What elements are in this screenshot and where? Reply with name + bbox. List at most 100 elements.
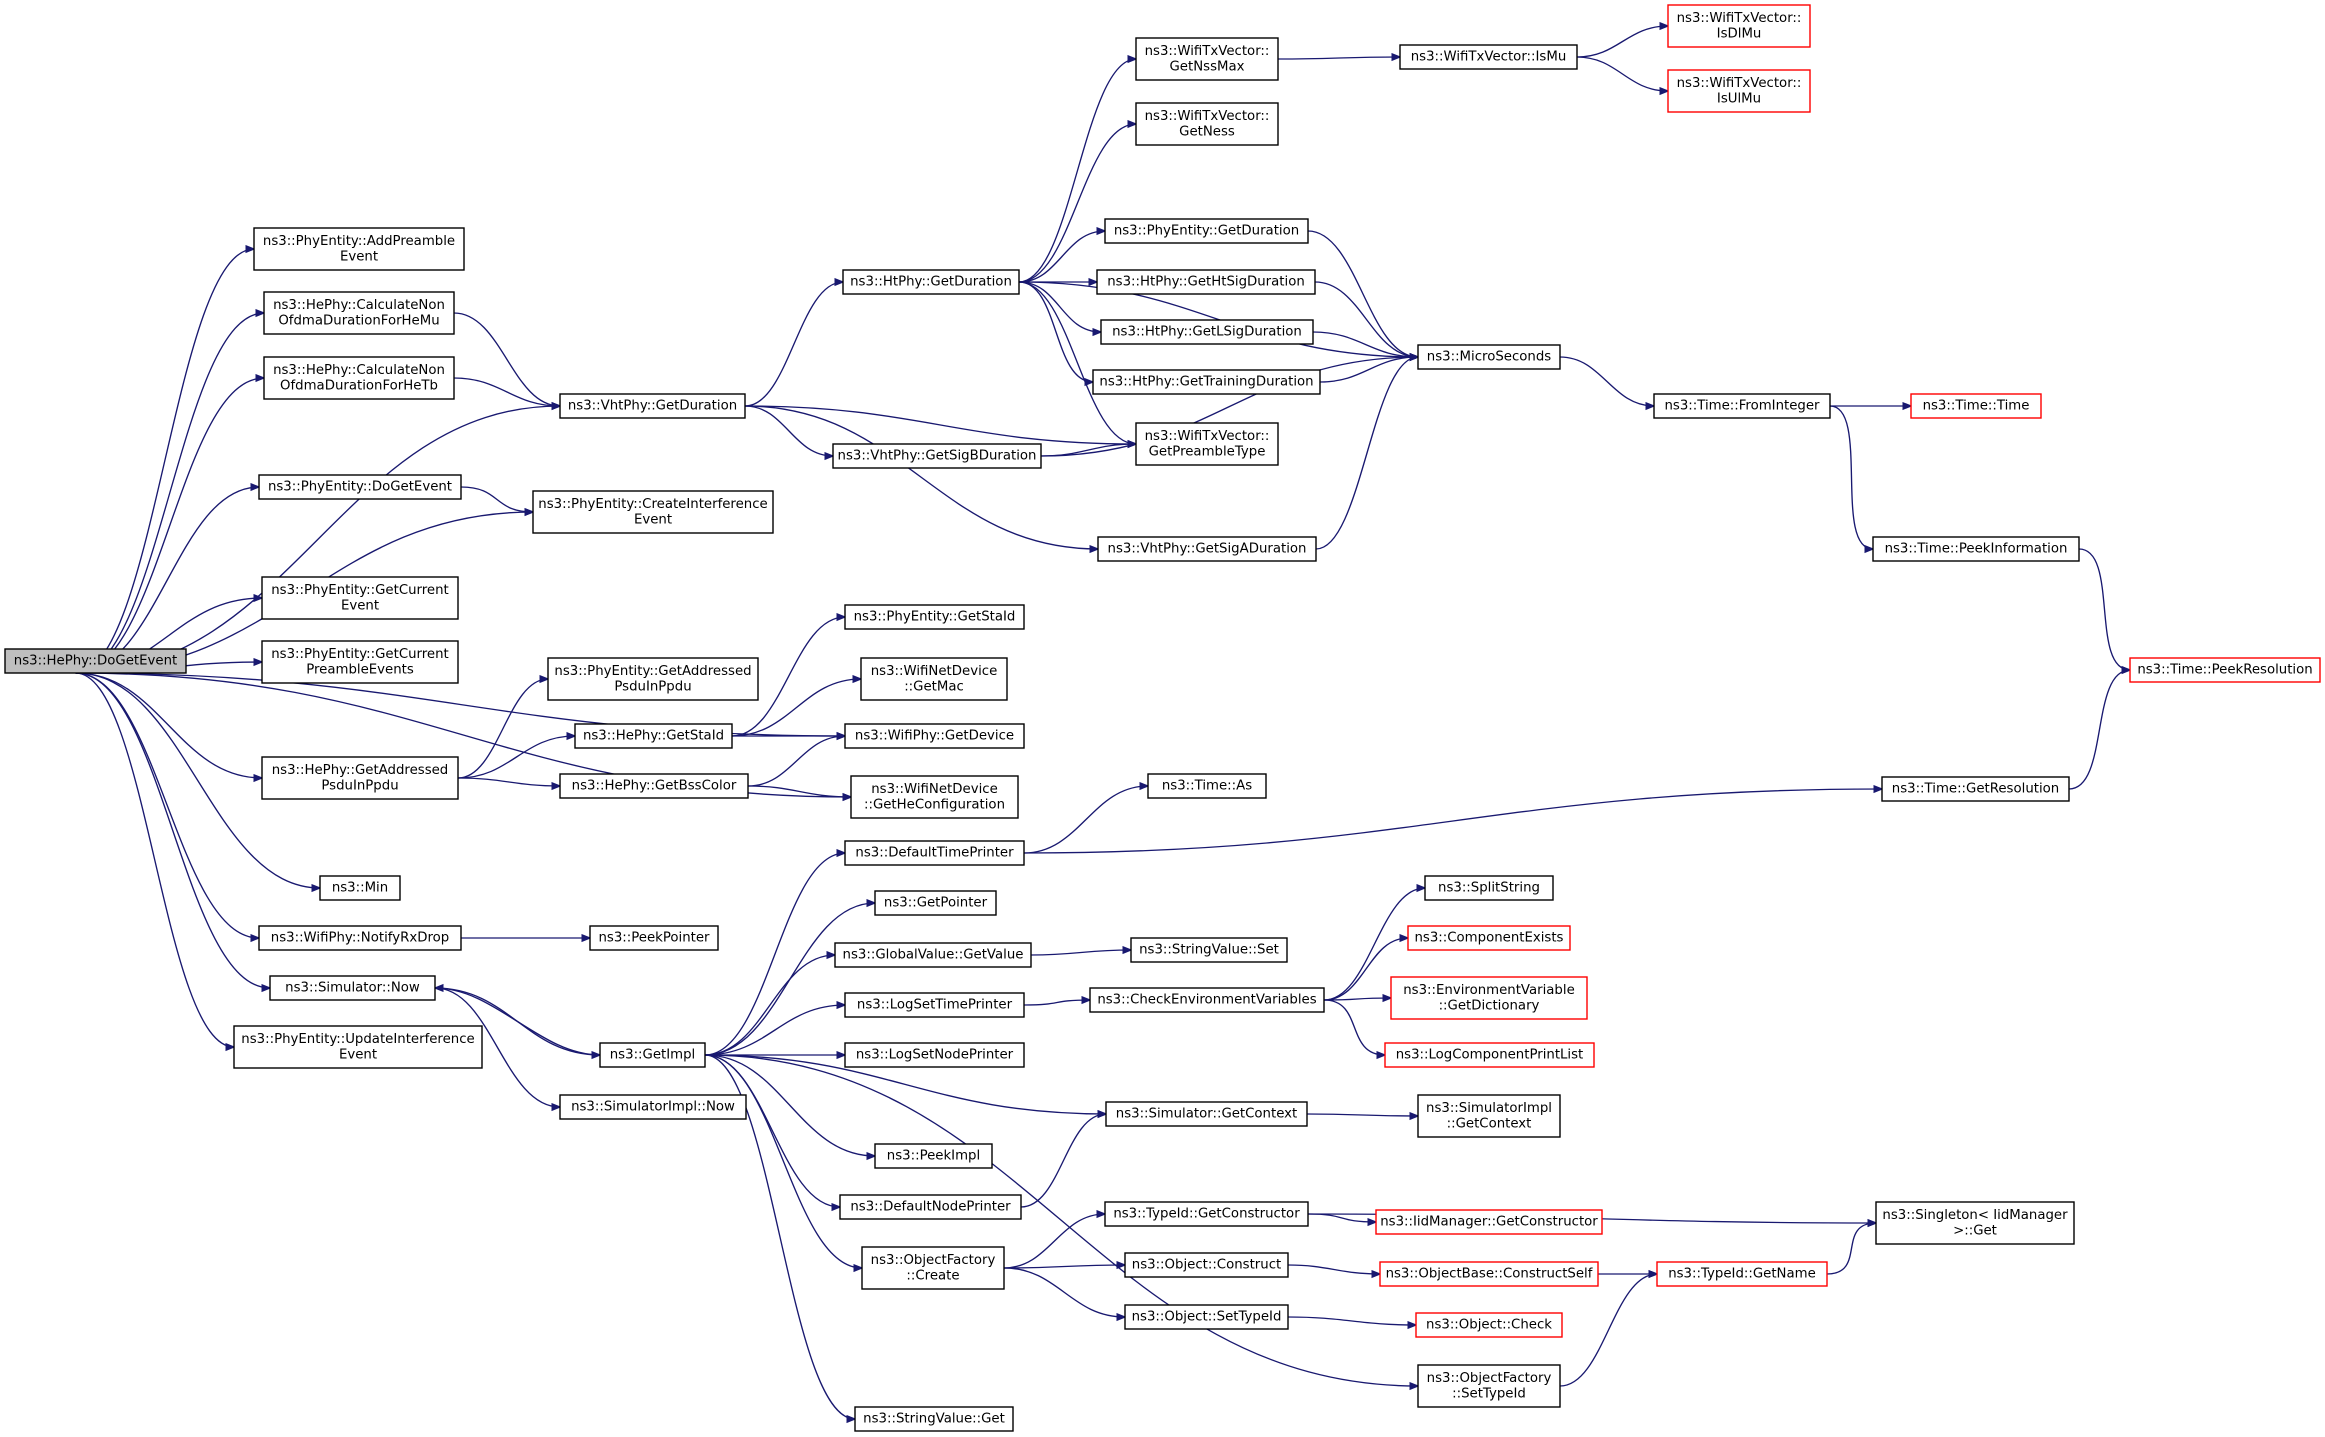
node-label: ns3::TypeId::GetConstructor [1113,1207,1300,1222]
node-box [261,756,459,800]
node-ns3-wifitxvector-ismu[interactable]: ns3::WifiTxVector::IsMu [1399,44,1578,70]
node-ns3-htphy-gettrainingduration[interactable]: ns3::HtPhy::GetTrainingDuration [1092,369,1321,395]
node-label: ns3::DefaultNodePrinter [850,1200,1011,1215]
node-ns3-vhtphy-getsigbduration[interactable]: ns3::VhtPhy::GetSigBDuration [832,443,1042,469]
node-ns3-hephy-calculatenon-ofdmadurationforhemu[interactable]: ns3::HePhy::CalculateNonOfdmaDurationFor… [263,291,455,335]
edge-root-to-addPreamble [75,249,255,674]
edge-peekInfo-to-peekResolution [2078,548,2130,670]
node-ns3-objectbase-constructself[interactable]: ns3::ObjectBase::ConstructSelf [1379,1261,1599,1287]
node-ns3-simulator-now[interactable]: ns3::Simulator::Now [269,975,436,1001]
node-ns3-phyentity-getduration[interactable]: ns3::PhyEntity::GetDuration [1104,218,1309,244]
node-ns3-time-time[interactable]: ns3::Time::Time [1910,393,2042,419]
node-ns3-wifinetdevice-getheconfiguration[interactable]: ns3::WifiNetDevice::GetHeConfiguration [850,775,1019,819]
node-label: ns3::Time::GetResolution [1892,782,2059,797]
node-ns3-componentexists[interactable]: ns3::ComponentExists [1407,925,1571,951]
edge-htGetDuration-to-peGetDuration [1018,231,1105,283]
node-ns3-hephy-getbsscolor[interactable]: ns3::HePhy::GetBssColor [559,773,749,799]
node-ns3-wifitxvector-isulmu[interactable]: ns3::WifiTxVector::IsUlMu [1667,69,1811,113]
node-ns3-typeid-getconstructor[interactable]: ns3::TypeId::GetConstructor [1104,1201,1309,1227]
node-ns3-peekimpl[interactable]: ns3::PeekImpl [874,1143,993,1169]
node-ns3-iidmanager-getconstructor[interactable]: ns3::IidManager::GetConstructor [1375,1209,1603,1235]
node-ns3-phyentity-getstaid[interactable]: ns3::PhyEntity::GetStaId [844,604,1025,630]
node-box [1875,1201,2075,1245]
node-ns3-stringvalue-set[interactable]: ns3::StringValue::Set [1130,937,1288,963]
node-ns3-time-getresolution[interactable]: ns3::Time::GetResolution [1881,776,2070,802]
node-ns3-simulatorimpl-getcontext[interactable]: ns3::SimulatorImpl::GetContext [1417,1094,1561,1138]
node-label: ns3::GetPointer [884,896,988,911]
node-label: ns3::LogSetNodePrinter [856,1048,1014,1063]
node-ns3-wifitxvector-getness[interactable]: ns3::WifiTxVector::GetNess [1135,102,1279,146]
node-ns3-time-frominteger[interactable]: ns3::Time::FromInteger [1653,393,1831,419]
node-box [1147,773,1267,799]
node-ns3-min[interactable]: ns3::Min [319,875,401,901]
node-ns3-splitstring[interactable]: ns3::SplitString [1424,875,1554,901]
node-ns3-htphy-getlsigduration[interactable]: ns3::HtPhy::GetLSigDuration [1100,319,1314,345]
node-ns3-time-as[interactable]: ns3::Time::As [1147,773,1267,799]
node-ns3-phyentity-dogetevent[interactable]: ns3::PhyEntity::DoGetEvent [258,474,462,500]
node-ns3-globalvalue-getvalue[interactable]: ns3::GlobalValue::GetValue [834,942,1032,968]
node-ns3-simulatorimpl-now[interactable]: ns3::SimulatorImpl::Now [559,1094,747,1120]
nodes-layer: ns3::HePhy::DoGetEvent ns3::PhyEntity::Ad… [4,4,2321,1432]
node-label: ns3::TypeId::GetName [1668,1267,1816,1282]
node-ns3-vhtphy-getsigaduration[interactable]: ns3::VhtPhy::GetSigADuration [1097,536,1317,562]
node-ns3-object-settypeid[interactable]: ns3::Object::SetTypeId [1124,1304,1289,1330]
node-ns3-htphy-gethtsigduration[interactable]: ns3::HtPhy::GetHtSigDuration [1096,269,1316,295]
node-box [1124,1252,1289,1278]
edge-root-to-updateInterf [75,672,235,1047]
edge-gvGetValue-to-svSet [1030,950,1131,956]
node-ns3-microseconds[interactable]: ns3::MicroSeconds [1417,344,1561,370]
node-ns3-logcomponentprintlist[interactable]: ns3::LogComponentPrintList [1384,1042,1595,1068]
node-box [1653,393,1831,419]
node-ns3-wifiphy-notifyrxdrop[interactable]: ns3::WifiPhy::NotifyRxDrop [258,925,462,951]
node-box [532,490,774,534]
node-ns3-logsettimeprinter[interactable]: ns3::LogSetTimePrinter [844,992,1025,1018]
node-ns3-getpointer[interactable]: ns3::GetPointer [874,890,997,916]
node-ns3-peekpointer[interactable]: ns3::PeekPointer [589,925,719,951]
node-ns3-wifitxvector-getnssmax[interactable]: ns3::WifiTxVector::GetNssMax [1135,37,1279,81]
node-ns3-stringvalue-get[interactable]: ns3::StringValue::Get [854,1406,1014,1432]
node-ns3-wifitxvector-isdlmu[interactable]: ns3::WifiTxVector::IsDlMu [1667,4,1811,48]
node-ns3-hephy-getstaid[interactable]: ns3::HePhy::GetStaId [574,723,733,749]
node-label: ns3::PhyEntity::GetCurrent [271,647,449,662]
node-ns3-vhtphy-getduration[interactable]: ns3::VhtPhy::GetDuration [559,393,746,419]
node-ns3-defaulttimeprinter[interactable]: ns3::DefaultTimePrinter [844,840,1025,866]
node-ns3-singleton-iidmanager-get[interactable]: ns3::Singleton< IidManager >::Get [1875,1201,2075,1245]
edge-getImpl-to-defaultNodePrinter [704,1054,840,1207]
node-ns3-wifiphy-getdevice[interactable]: ns3::WifiPhy::GetDevice [844,723,1025,749]
node-ns3-object-check[interactable]: ns3::Object::Check [1415,1312,1563,1338]
node-ns3-logsetnodeprinter[interactable]: ns3::LogSetNodePrinter [844,1042,1025,1068]
node-label: OfdmaDurationForHeMu [278,313,439,328]
node-ns3-environmentvariable-getdictionary[interactable]: ns3::EnvironmentVariable::GetDictionary [1390,976,1588,1020]
edge-calcHeTb-to-vhtGetDuration [453,377,560,406]
node-box [844,604,1025,630]
node-ns3-object-construct[interactable]: ns3::Object::Construct [1124,1252,1289,1278]
node-ns3-hephy-dogetevent[interactable]: ns3::HePhy::DoGetEvent [4,648,187,674]
node-ns3-typeid-getname[interactable]: ns3::TypeId::GetName [1656,1261,1828,1287]
node-ns3-htphy-getduration[interactable]: ns3::HtPhy::GetDuration [842,269,1020,295]
edge-trainingDur-to-microSeconds [1319,357,1418,383]
node-box [4,648,187,674]
node-ns3-wifinetdevice-getmac[interactable]: ns3::WifiNetDevice::GetMac [860,657,1008,701]
node-ns3-time-peekinformation[interactable]: ns3::Time::PeekInformation [1872,536,2080,562]
node-box [1092,369,1321,395]
node-ns3-wifitxvector-getpreambletype[interactable]: ns3::WifiTxVector::GetPreambleType [1135,422,1279,466]
edge-isMu-to-isDlMu [1576,26,1668,58]
node-ns3-simulator-getcontext[interactable]: ns3::Simulator::GetContext [1105,1101,1308,1127]
node-ns3-time-peekresolution[interactable]: ns3::Time::PeekResolution [2129,657,2321,683]
node-label: ns3::ComponentExists [1414,931,1563,946]
node-label: ns3::ObjectFactory [1427,1371,1552,1386]
node-ns3-checkenvironmentvariables[interactable]: ns3::CheckEnvironmentVariables [1089,987,1325,1013]
node-label: ns3::PhyEntity::GetDuration [1114,224,1299,239]
node-ns3-defaultnodeprinter[interactable]: ns3::DefaultNodePrinter [839,1194,1022,1220]
node-ns3-objectfactory-settypeid[interactable]: ns3::ObjectFactory::SetTypeId [1417,1364,1561,1408]
node-ns3-objectfactory-create[interactable]: ns3::ObjectFactory::Create [861,1246,1005,1290]
node-ns3-hephy-calculatenon-ofdmadurationforhetb[interactable]: ns3::HePhy::CalculateNonOfdmaDurationFor… [263,356,455,400]
node-ns3-getimpl[interactable]: ns3::GetImpl [599,1042,706,1068]
